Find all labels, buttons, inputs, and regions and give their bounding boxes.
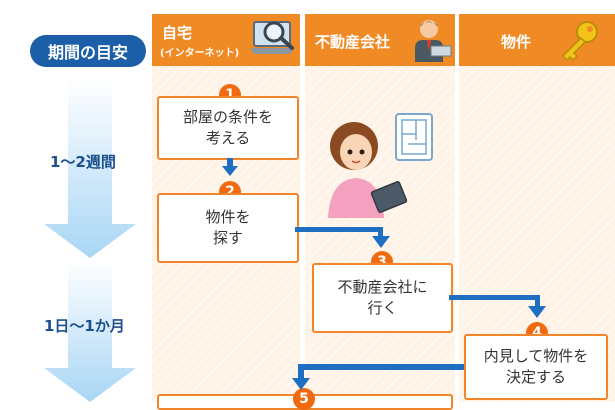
- connector-1-2-head: [222, 166, 238, 176]
- column-header-property: 物件: [459, 14, 615, 66]
- step-2-line-1: 物件を: [205, 208, 251, 226]
- step-1-line-1: 部屋の条件を: [182, 108, 273, 126]
- timeline-arrow-1: [44, 78, 136, 258]
- timeline-arrow-2: [44, 260, 136, 402]
- step-box-1: 部屋の条件を 考える: [157, 96, 299, 160]
- step-4-line-2: 決定する: [505, 368, 566, 386]
- step-box-3: 不動産会社に 行く: [312, 263, 453, 333]
- key-icon: [561, 21, 598, 62]
- agent-at-laptop-icon: [415, 20, 452, 62]
- timeline-title-badge: 期間の目安: [30, 35, 146, 67]
- magnifier-laptop-icon: [250, 21, 294, 54]
- column-title-agency: 不動産会社: [315, 33, 391, 51]
- connector-4-5-head: [292, 378, 310, 390]
- column-title-property: 物件: [501, 33, 532, 51]
- step-3-line-1: 不動産会社に: [337, 278, 428, 296]
- column-header-home: 自宅 (インターネット): [152, 14, 300, 66]
- step-box-4: 内見して物件を 決定する: [464, 334, 608, 400]
- period-label-2: 1日〜1か月: [44, 317, 125, 335]
- connector-3-4-head: [528, 306, 546, 318]
- step-2-line-2: 探す: [212, 229, 243, 247]
- column-header-agency: 不動産会社: [305, 14, 455, 66]
- timeline-arrows: [44, 78, 136, 402]
- woman-with-tablet-floorplan: [328, 113, 433, 218]
- step-3-line-2: 行く: [367, 299, 398, 317]
- step-box-2: 物件を 探す: [157, 193, 299, 263]
- column-subtitle-home: (インターネット): [160, 48, 240, 59]
- step-1-line-2: 考える: [205, 129, 251, 147]
- connector-2-3-head: [372, 236, 390, 248]
- connector-2-3: [295, 227, 383, 236]
- connector-3-4: [449, 295, 540, 306]
- step-4-line-1: 内見して物件を: [483, 347, 589, 365]
- period-label-1: 1〜2週間: [50, 153, 116, 171]
- connector-4-5: [298, 364, 464, 378]
- column-title-home: 自宅: [162, 24, 193, 42]
- connector-1-2: [227, 158, 233, 166]
